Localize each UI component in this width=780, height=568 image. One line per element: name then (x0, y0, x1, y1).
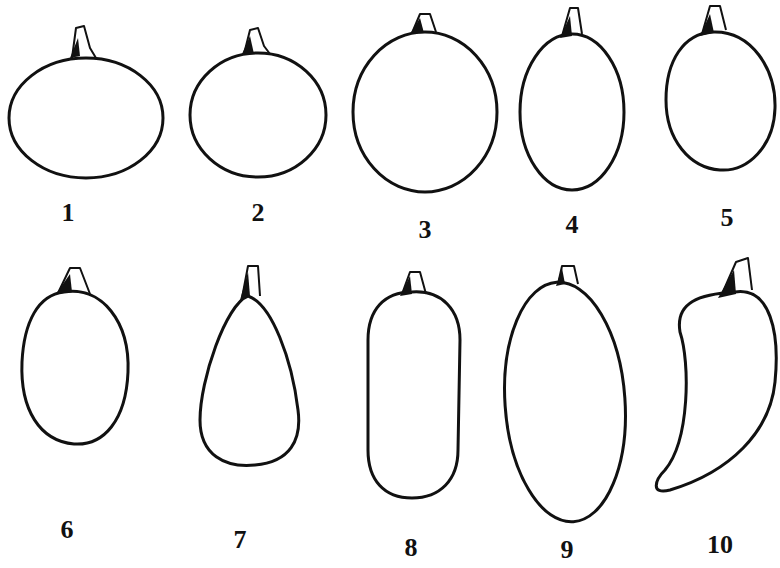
fruit-shape (368, 272, 460, 498)
fruit-shape (656, 258, 776, 491)
fruit-shape (666, 6, 775, 170)
callout-number: 5 (721, 205, 734, 231)
fruit-shape (190, 28, 326, 177)
fruit-shape (22, 268, 128, 444)
fruit-shape (353, 14, 497, 192)
callout-number: 9 (561, 537, 574, 563)
callout-number: 4 (566, 212, 579, 238)
callout-number: 2 (252, 200, 265, 226)
callout-number: 8 (405, 535, 418, 561)
callout-number: 3 (419, 217, 432, 243)
fruit-shape (520, 8, 624, 190)
callout-number: 1 (62, 200, 75, 226)
callout-number: 6 (61, 517, 74, 543)
fruit-shape (200, 266, 299, 465)
callout-number: 7 (234, 527, 247, 553)
fruit-shape (9, 26, 163, 178)
callout-number: 10 (707, 532, 733, 558)
fruit-shape (497, 266, 633, 526)
